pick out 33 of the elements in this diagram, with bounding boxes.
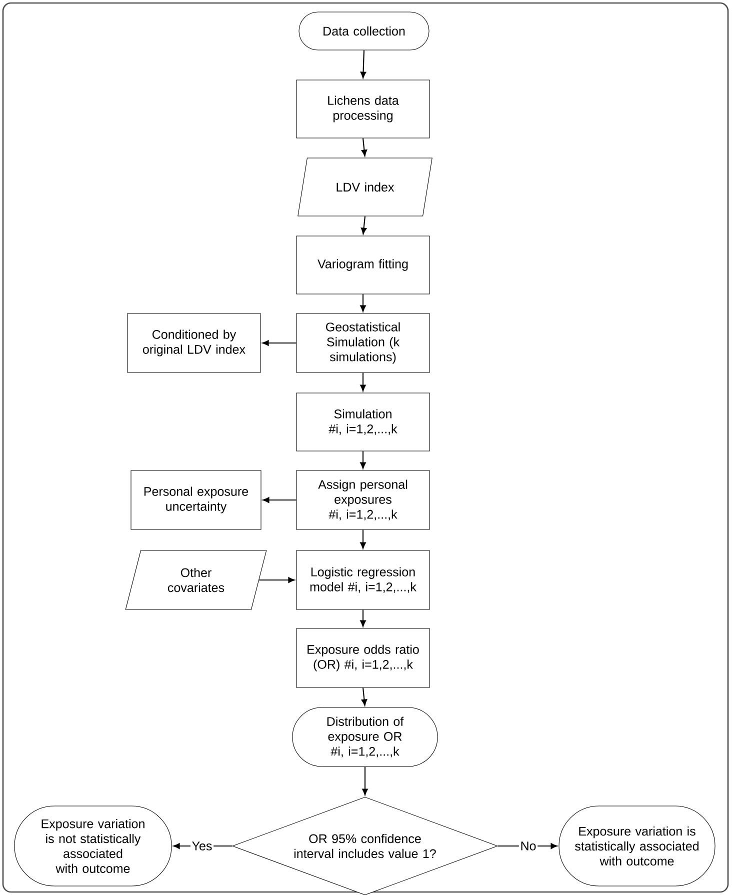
arrow (360, 451, 366, 469)
node-label: OR 95% confidence interval includes value 1? (294, 834, 436, 858)
process-box: Personal exposure uncertainty (130, 470, 262, 530)
start-terminal: Data collection (298, 12, 430, 50)
arrow (498, 843, 558, 849)
arrow (173, 843, 232, 849)
arrow (360, 610, 366, 627)
arrow (262, 340, 296, 346)
process-box: Simulation #i, i=1,2,...,k (296, 392, 430, 452)
arrow (360, 216, 367, 234)
process-box: Logistic regression model #i, i=1,2,...,k (296, 550, 430, 610)
arrow (361, 138, 368, 156)
process-box: Exposure odds ratio (OR) #i, i=1,2,...,k (296, 628, 430, 688)
process-box: Lichens data processing (296, 80, 430, 138)
terminal-node: Distribution of exposure OR #i, i=1,2,...,k (292, 707, 438, 767)
arrow (361, 688, 368, 706)
data-parallelogram: Other covariates (125, 550, 267, 610)
data-parallelogram: LDV index (298, 158, 432, 216)
process-box: Assign personal exposures #i, i=1,2,...,k (296, 470, 430, 530)
process-box: Conditioned by original LDV index (127, 313, 261, 373)
arrow (362, 766, 368, 796)
process-box: Variogram fitting (296, 236, 430, 294)
arrow (259, 577, 295, 583)
process-box: Geostatistical Simulation (k simulations) (296, 313, 430, 373)
arrow (262, 497, 296, 503)
arrow (360, 50, 366, 78)
edge-label: No (518, 840, 538, 852)
edge-label: Yes (190, 840, 214, 852)
end-terminal: Exposure variation is not statistically associated with outcome (14, 806, 172, 886)
arrow (360, 530, 366, 549)
end-terminal: Exposure variation is statistically associated with outcome (558, 806, 716, 886)
arrow (360, 372, 366, 392)
arrow (360, 294, 366, 312)
